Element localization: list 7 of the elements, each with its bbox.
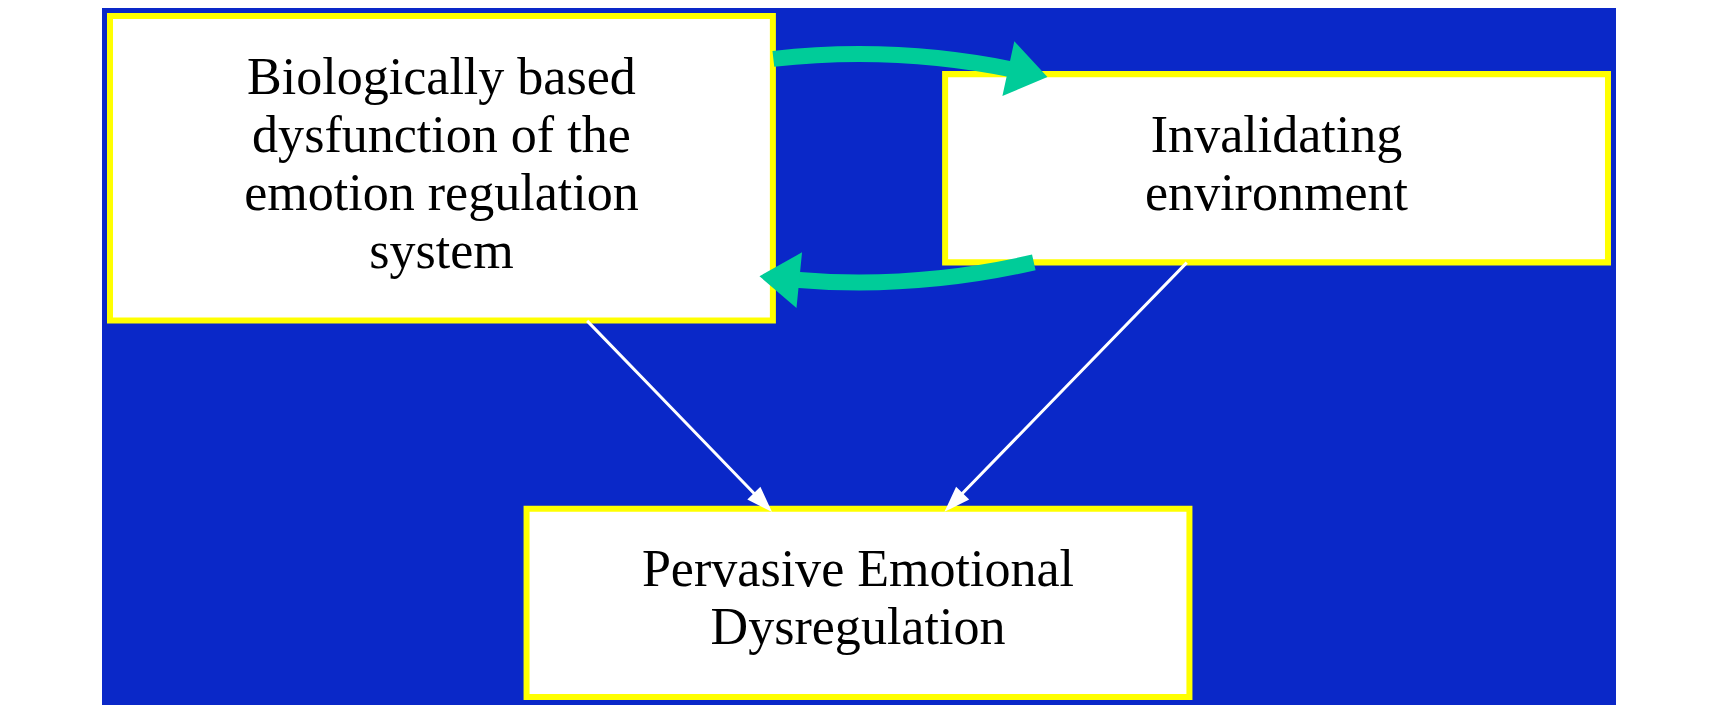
node-box: Biologically based dysfunction of the emotion regulation system xyxy=(107,13,776,324)
arrow xyxy=(772,41,1048,96)
arrow xyxy=(944,261,1188,512)
arrow xyxy=(586,319,772,512)
arrow xyxy=(759,252,1036,309)
node-box: Pervasive Emotional Dysregulation xyxy=(523,505,1193,700)
node-box: Invalidating environment xyxy=(942,71,1611,266)
